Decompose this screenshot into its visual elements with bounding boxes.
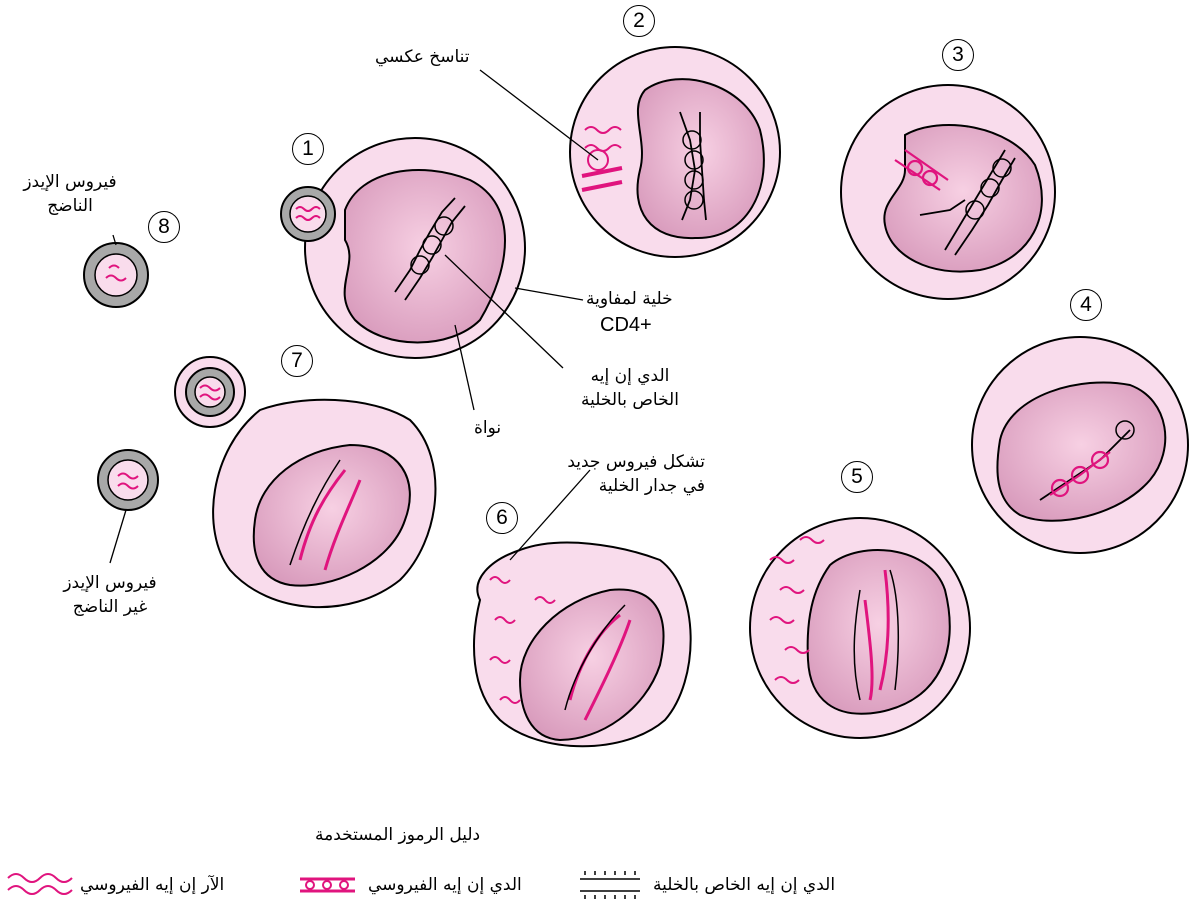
cell-1 bbox=[280, 137, 526, 359]
reverse-transcription-label: تناسخ عكسي bbox=[375, 47, 470, 67]
immature-virus-label-line2: غير الناضج bbox=[72, 597, 148, 617]
step-8-marker: 8 bbox=[148, 211, 180, 243]
cell-2 bbox=[569, 46, 781, 258]
step-7-marker: 7 bbox=[281, 345, 313, 377]
new-virus-label-line1: تشكل فيروس جديد bbox=[567, 452, 705, 472]
legend-title: دليل الرموز المستخدمة bbox=[315, 825, 481, 845]
nucleus-3 bbox=[883, 124, 1043, 273]
legend-viral-dna-icon bbox=[300, 877, 355, 893]
cell-3 bbox=[840, 84, 1056, 300]
cell-6 bbox=[473, 541, 692, 748]
immature-virus-label: فيروس الإيدز غير الناضج bbox=[25, 571, 195, 619]
legend-symbols bbox=[7, 871, 640, 899]
step-1-marker: 1 bbox=[292, 133, 324, 165]
new-virus-label: تشكل فيروس جديد في جدار الخلية bbox=[555, 450, 705, 498]
legend-rna-icon bbox=[7, 873, 73, 895]
nucleus-4 bbox=[996, 381, 1167, 522]
step-5-marker: 5 bbox=[841, 461, 873, 493]
nucleus-label: نواة bbox=[474, 418, 502, 438]
step-3-marker: 3 bbox=[942, 39, 974, 71]
cell-dna-label: الدي إن إيه الخاص بالخلية bbox=[560, 364, 700, 412]
cell-4 bbox=[971, 336, 1189, 554]
leader-lines bbox=[109, 69, 599, 564]
mature-virus-docking bbox=[280, 186, 336, 242]
legend-viral-rna-label: الآر إن إيه الفيروسي bbox=[80, 875, 225, 895]
cell-7 bbox=[174, 356, 437, 609]
mature-virus-label-line1: فيروس الإيدز bbox=[23, 172, 117, 192]
cell-dna-label-line1: الدي إن إيه bbox=[590, 366, 670, 386]
budding-virus bbox=[174, 356, 246, 428]
cell-dna-1 bbox=[394, 197, 456, 293]
nucleus-1 bbox=[343, 169, 506, 344]
immature-virus-label-line1: فيروس الإيدز bbox=[63, 573, 157, 593]
nucleus-7 bbox=[252, 443, 411, 587]
step-4-marker: 4 bbox=[1070, 289, 1102, 321]
step-6-marker: 6 bbox=[486, 502, 518, 534]
mature-virus bbox=[83, 242, 149, 308]
nucleus-5 bbox=[806, 549, 951, 715]
cell-5 bbox=[749, 517, 971, 739]
mature-virus-label: فيروس الإيدز الناضج bbox=[0, 170, 140, 218]
legend-cell-dna-icon bbox=[580, 871, 640, 899]
legend-cell-dna-label: الدي إن إيه الخاص بالخلية bbox=[653, 875, 836, 895]
cd4-cell-label-line2: CD4+ bbox=[600, 314, 652, 336]
immature-virus bbox=[97, 449, 159, 511]
legend-viral-dna-label: الدي إن إيه الفيروسي bbox=[368, 875, 522, 895]
step-2-marker: 2 bbox=[623, 5, 655, 37]
cd4-cell-label-line1: خلية لمفاوية bbox=[586, 289, 673, 309]
cell-dna-label-line2: الخاص بالخلية bbox=[581, 390, 679, 410]
mature-virus-label-line2: الناضج bbox=[47, 196, 93, 216]
new-virus-label-line2: في جدار الخلية bbox=[598, 476, 705, 496]
